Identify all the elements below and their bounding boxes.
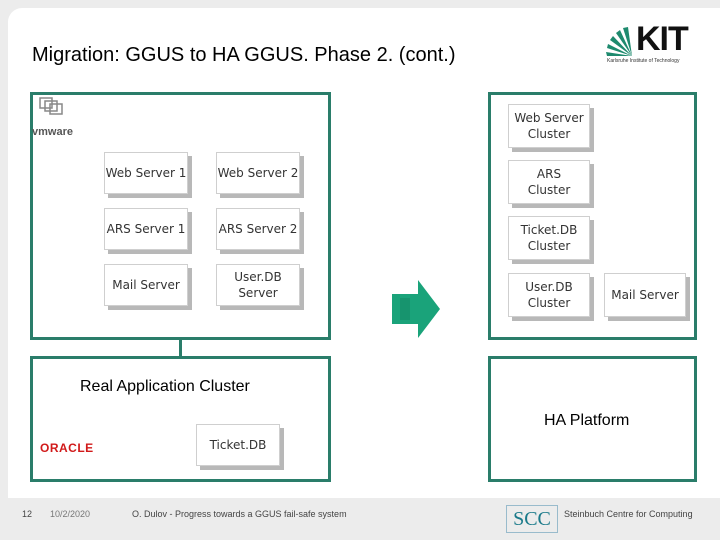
kit-logo-icon bbox=[606, 27, 632, 56]
migration-arrow-icon bbox=[392, 280, 440, 338]
vmware-logo-icon bbox=[39, 97, 63, 115]
footer-date: 10/2/2020 bbox=[50, 509, 91, 519]
web-server-1: Web Server 1 bbox=[104, 152, 188, 194]
scc-logo: SCC bbox=[506, 505, 558, 533]
rac-panel bbox=[30, 356, 331, 482]
rac-label: Real Application Cluster bbox=[80, 378, 250, 395]
footer-talk: O. Dulov - Progress towards a GGUS fail-… bbox=[132, 509, 347, 519]
kit-logo-text: KIT bbox=[636, 20, 689, 58]
ha-platform-label: HA Platform bbox=[544, 412, 630, 429]
vmware-label: vmware bbox=[32, 126, 73, 138]
slide-title: Migration: GGUS to HA GGUS. Phase 2. (co… bbox=[32, 44, 456, 66]
ticketdb-cluster: Ticket.DB Cluster bbox=[508, 216, 590, 260]
userdb-cluster: User.DB Cluster bbox=[508, 273, 590, 317]
ars-cluster: ARS Cluster bbox=[508, 160, 590, 204]
userdb-server: User.DB Server bbox=[216, 264, 300, 306]
footer-centre: Steinbuch Centre for Computing bbox=[564, 509, 693, 519]
mail-server: Mail Server bbox=[104, 264, 188, 306]
ars-server-2: ARS Server 2 bbox=[216, 208, 300, 250]
page-number: 12 bbox=[22, 509, 33, 519]
panel-connector bbox=[179, 340, 182, 358]
scc-logo-text: SCC bbox=[513, 507, 551, 530]
web-server-2: Web Server 2 bbox=[216, 152, 300, 194]
web-server-cluster: Web Server Cluster bbox=[508, 104, 590, 148]
oracle-logo: ORACLE bbox=[40, 441, 94, 455]
ars-server-1: ARS Server 1 bbox=[104, 208, 188, 250]
kit-logo-subtitle: Karlsruhe Institute of Technology bbox=[607, 58, 680, 64]
mail-server-right: Mail Server bbox=[604, 273, 686, 317]
ticketdb-box: Ticket.DB bbox=[196, 424, 280, 466]
ha-platform-panel bbox=[488, 356, 697, 482]
